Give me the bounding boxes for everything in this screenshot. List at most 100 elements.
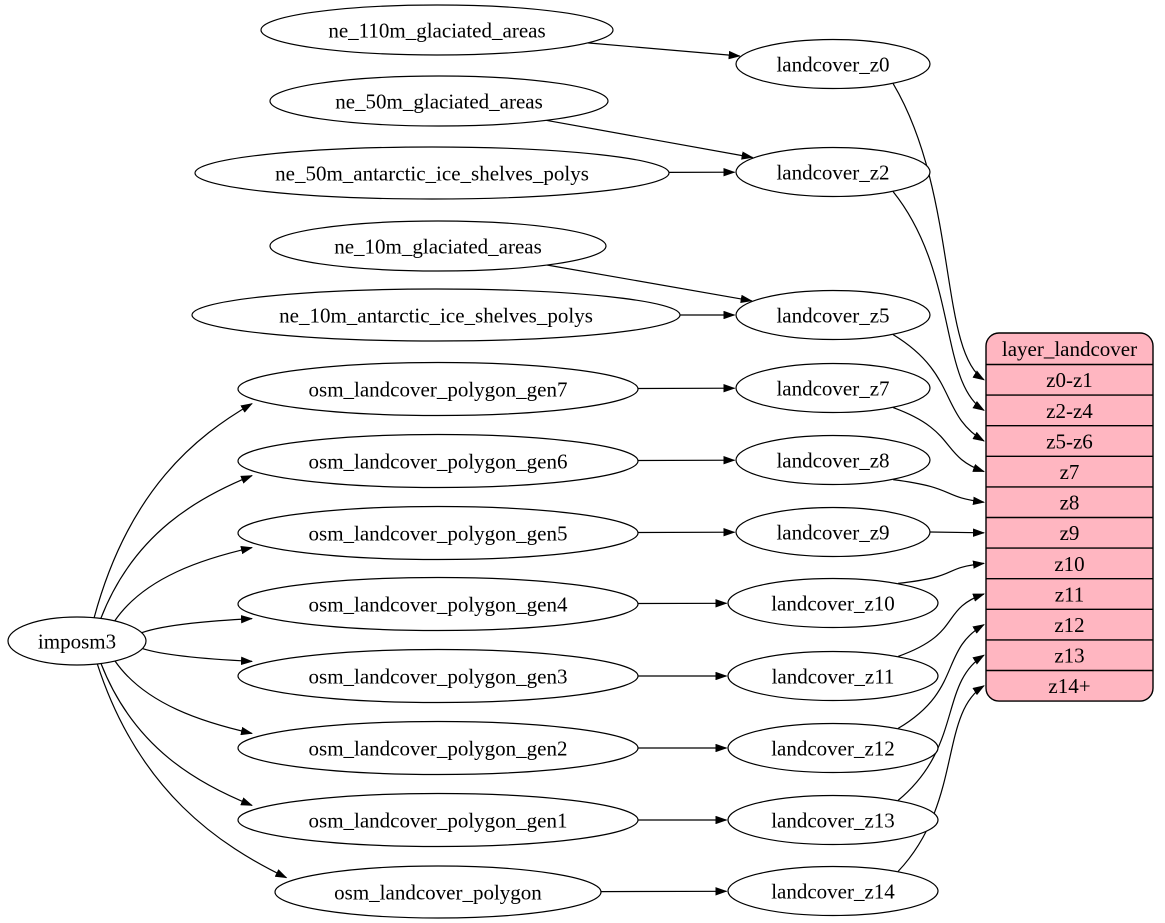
node-label-osm_landcover_polygon_gen5: osm_landcover_polygon_gen5 <box>309 521 568 545</box>
node-label-osm_landcover_polygon_gen3: osm_landcover_polygon_gen3 <box>309 664 568 688</box>
node-ellipse-landcover_z5 <box>735 289 931 341</box>
node-landcover_z13: landcover_z13 <box>727 794 939 846</box>
record-row-z10: z10 <box>1054 552 1084 576</box>
record-row-z13: z13 <box>1054 644 1084 668</box>
edge-imposm3-osm_landcover_polygon_gen2 <box>114 660 253 736</box>
edge-landcover_z11-r7 <box>897 593 985 657</box>
node-ne_50m_antarctic_ice_shelves_polys: ne_50m_antarctic_ice_shelves_polys <box>194 146 670 200</box>
node-osm_landcover_polygon_gen5: osm_landcover_polygon_gen5 <box>237 505 639 561</box>
node-ellipse-landcover_z9 <box>735 506 931 558</box>
record-row-z9: z9 <box>1060 521 1080 545</box>
edge-imposm3-osm_landcover_polygon_gen5 <box>114 545 253 622</box>
node-label-landcover_z0: landcover_z0 <box>776 52 889 76</box>
node-ne_110m_glaciated_areas: ne_110m_glaciated_areas <box>260 4 614 56</box>
node-ellipse-ne_50m_antarctic_ice_shelves_polys <box>194 146 670 200</box>
node-landcover_z14: landcover_z14 <box>727 865 939 917</box>
node-ellipse-landcover_z8 <box>735 434 931 486</box>
node-landcover_z2: landcover_z2 <box>735 146 931 198</box>
node-ellipse-osm_landcover_polygon_gen7 <box>237 361 639 417</box>
node-label-imposm3: imposm3 <box>38 629 116 653</box>
node-ellipse-landcover_z12 <box>727 722 939 774</box>
node-ellipse-osm_landcover_polygon_gen3 <box>237 648 639 704</box>
edge-ne_50m_glaciated_areas-landcover_z2 <box>546 119 754 160</box>
node-osm_landcover_polygon_gen6: osm_landcover_polygon_gen6 <box>237 433 639 489</box>
node-label-landcover_z7: landcover_z7 <box>776 376 889 400</box>
record-row-z8: z8 <box>1060 491 1080 515</box>
record-node-layer-landcover: layer_landcoverz0-z1z2-z4z5-z6z7z8z9z10z… <box>985 332 1154 702</box>
edge-landcover_z2-r1 <box>892 191 985 411</box>
node-ellipse-ne_110m_glaciated_areas <box>260 4 614 56</box>
edge-landcover_z12-r8 <box>897 624 985 729</box>
node-landcover_z9: landcover_z9 <box>735 506 931 558</box>
node-label-osm_landcover_polygon_gen1: osm_landcover_polygon_gen1 <box>309 808 568 832</box>
node-ellipse-osm_landcover_polygon_gen6 <box>237 433 639 489</box>
edge-landcover_z8-r4 <box>893 479 985 506</box>
edge-landcover_z7-r3 <box>892 407 985 473</box>
edge-imposm3-osm_landcover_polygon_gen3 <box>142 648 253 666</box>
node-ellipse-osm_landcover_polygon_gen5 <box>237 505 639 561</box>
node-label-landcover_z10: landcover_z10 <box>771 591 895 615</box>
node-ellipse-ne_50m_glaciated_areas <box>269 75 609 127</box>
node-ellipse-landcover_z11 <box>727 650 939 702</box>
node-ne_10m_glaciated_areas: ne_10m_glaciated_areas <box>269 220 607 272</box>
node-label-landcover_z8: landcover_z8 <box>776 448 889 472</box>
node-label-landcover_z12: landcover_z12 <box>771 736 895 760</box>
node-ellipse-osm_landcover_polygon_gen2 <box>237 720 639 776</box>
edge-ne_110m_glaciated_areas-landcover_z0 <box>587 42 741 60</box>
node-label-ne_110m_glaciated_areas: ne_110m_glaciated_areas <box>328 18 545 42</box>
record-title: layer_landcover <box>1002 337 1137 361</box>
record-row-z5-z6: z5-z6 <box>1046 429 1093 453</box>
node-ellipse-imposm3 <box>7 616 147 666</box>
node-landcover_z8: landcover_z8 <box>735 434 931 486</box>
node-osm_landcover_polygon_gen7: osm_landcover_polygon_gen7 <box>237 361 639 417</box>
node-ellipse-landcover_z7 <box>735 362 931 414</box>
edge-landcover_z9-r5 <box>929 528 985 537</box>
node-landcover_z11: landcover_z11 <box>727 650 939 702</box>
node-osm_landcover_polygon_gen4: osm_landcover_polygon_gen4 <box>237 576 639 632</box>
node-ellipse-landcover_z13 <box>727 794 939 846</box>
node-ellipse-osm_landcover_polygon_gen1 <box>237 792 639 848</box>
node-landcover_z10: landcover_z10 <box>727 577 939 629</box>
record-row-z11: z11 <box>1055 582 1085 606</box>
node-ellipse-landcover_z0 <box>735 38 931 90</box>
node-label-osm_landcover_polygon_gen7: osm_landcover_polygon_gen7 <box>309 377 568 401</box>
node-landcover_z0: landcover_z0 <box>735 38 931 90</box>
record-row-z14+: z14+ <box>1048 674 1090 698</box>
record-row-z0-z1: z0-z1 <box>1046 368 1093 392</box>
node-label-ne_50m_antarctic_ice_shelves_polys: ne_50m_antarctic_ice_shelves_polys <box>275 161 589 185</box>
edge-imposm3-osm_landcover_polygon_gen7 <box>93 403 253 618</box>
node-label-landcover_z2: landcover_z2 <box>776 160 889 184</box>
node-ellipse-ne_10m_glaciated_areas <box>269 220 607 272</box>
node-label-osm_landcover_polygon_gen2: osm_landcover_polygon_gen2 <box>309 736 568 760</box>
edge-landcover_z10-r6 <box>898 560 985 584</box>
node-osm_landcover_polygon_gen3: osm_landcover_polygon_gen3 <box>237 648 639 704</box>
edge-imposm3-osm_landcover_polygon_gen4 <box>141 615 253 634</box>
node-osm_landcover_polygon_gen2: osm_landcover_polygon_gen2 <box>237 720 639 776</box>
node-label-landcover_z5: landcover_z5 <box>776 303 889 327</box>
node-osm_landcover_polygon: osm_landcover_polygon <box>274 865 602 919</box>
node-label-osm_landcover_polygon: osm_landcover_polygon <box>334 880 542 904</box>
node-ellipse-landcover_z14 <box>727 865 939 917</box>
node-ne_10m_antarctic_ice_shelves_polys: ne_10m_antarctic_ice_shelves_polys <box>191 288 681 342</box>
edge-imposm3-osm_landcover_polygon <box>96 663 288 879</box>
node-landcover_z12: landcover_z12 <box>727 722 939 774</box>
edge-landcover_z14-r10 <box>897 685 985 872</box>
node-ellipse-landcover_z10 <box>727 577 939 629</box>
edge-landcover_z13-r9 <box>897 654 985 801</box>
node-ellipse-ne_10m_antarctic_ice_shelves_polys <box>191 288 681 342</box>
node-label-landcover_z14: landcover_z14 <box>771 879 895 903</box>
record-row-z2-z4: z2-z4 <box>1046 399 1093 423</box>
node-label-landcover_z9: landcover_z9 <box>776 520 889 544</box>
edge-ne_10m_glaciated_areas-landcover_z5 <box>546 264 753 304</box>
node-osm_landcover_polygon_gen1: osm_landcover_polygon_gen1 <box>237 792 639 848</box>
node-label-landcover_z13: landcover_z13 <box>771 808 895 832</box>
node-label-ne_50m_glaciated_areas: ne_50m_glaciated_areas <box>335 89 543 113</box>
record-row-z12: z12 <box>1054 613 1084 637</box>
node-ne_50m_glaciated_areas: ne_50m_glaciated_areas <box>269 75 609 127</box>
edge-imposm3-osm_landcover_polygon_gen6 <box>100 475 253 619</box>
node-landcover_z5: landcover_z5 <box>735 289 931 341</box>
node-label-osm_landcover_polygon_gen4: osm_landcover_polygon_gen4 <box>309 592 568 616</box>
node-ellipse-landcover_z2 <box>735 146 931 198</box>
